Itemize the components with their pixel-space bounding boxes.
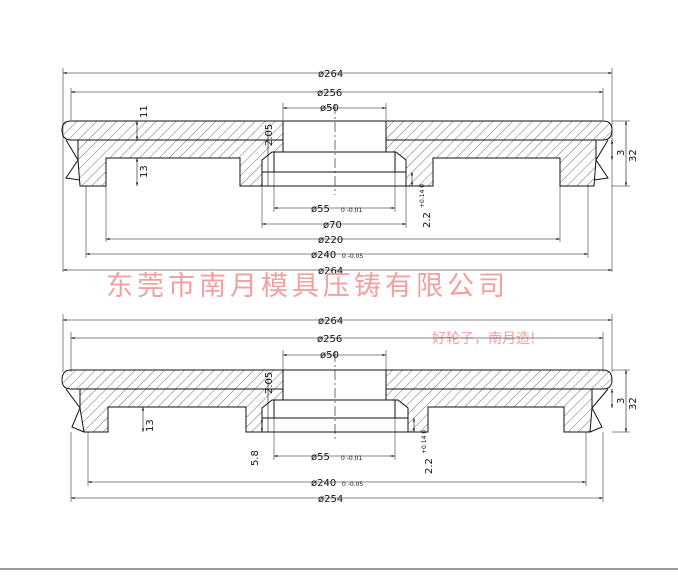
dim-2-05: 2.05: [264, 124, 275, 146]
dim-240-lower: ø240: [311, 478, 336, 489]
dim-55: ø55: [311, 204, 330, 215]
dim-240-tol: 0 -0.05: [342, 253, 363, 260]
dim-256-lower: ø256: [317, 334, 342, 345]
dim-256: ø256: [317, 88, 342, 99]
dim-240: ø240: [311, 250, 336, 261]
dim-50-lower: ø50: [320, 350, 339, 361]
upper-flange: [61, 120, 284, 141]
dim-264-lower: ø264: [318, 316, 343, 327]
dim-70: ø70: [323, 220, 342, 231]
company-watermark: 东莞市南月模具压铸有限公司: [106, 271, 509, 302]
dim-3-lower: 3: [616, 398, 627, 404]
dim-264-bottom: ø264: [318, 266, 343, 277]
top-section-view: ø264 ø256 ø50 ø55 0 -0.01 ø70 ø220 ø240 …: [61, 68, 639, 277]
dim-220: ø220: [318, 235, 343, 246]
dim-13: 13: [139, 165, 150, 178]
hub-right: [385, 139, 597, 187]
dim-55-lower: ø55: [311, 452, 330, 463]
dim-2-2-tol-lower: +0.14 0: [421, 430, 428, 454]
dim-13-lower: 13: [145, 419, 156, 432]
dim-55-tol: 0 -0.01: [341, 207, 362, 214]
dim-2-2-tol: +0.14 0: [419, 184, 426, 208]
dim-55-tol-lower: 0 -0.01: [341, 455, 362, 462]
dim-254-lower: ø254: [318, 494, 343, 505]
lower-hub-right: [385, 388, 593, 433]
dim-11: 11: [139, 105, 150, 118]
hub-left: [77, 139, 284, 187]
slogan-watermark: 好轮子，南月造!: [432, 331, 536, 347]
dim-2-05-lower: 2.05: [264, 372, 275, 394]
lower-top-flange: [61, 369, 284, 390]
dim-264-top: ø264: [318, 69, 343, 80]
bottom-section-view: ø264 ø256 ø50 ø55 0 -0.01 ø240 0 -0.05 ø…: [61, 314, 639, 505]
bottom-divider: [0, 568, 678, 570]
dim-3: 3: [616, 150, 627, 156]
lower-hub-left: [79, 388, 284, 433]
dim-50: ø50: [320, 103, 339, 114]
lower-top-flange-right: [385, 369, 613, 390]
dim-2-2-lower: 2.2: [424, 458, 435, 474]
upper-flange-right: [385, 120, 613, 141]
dim-32: 32: [628, 149, 639, 162]
dim-32-lower: 32: [628, 397, 639, 410]
dim-2-2: 2.2: [422, 212, 433, 228]
dim-5-8-lower: 5.8: [250, 450, 261, 466]
dim-240-tol-lower: 0 -0.05: [342, 481, 363, 488]
